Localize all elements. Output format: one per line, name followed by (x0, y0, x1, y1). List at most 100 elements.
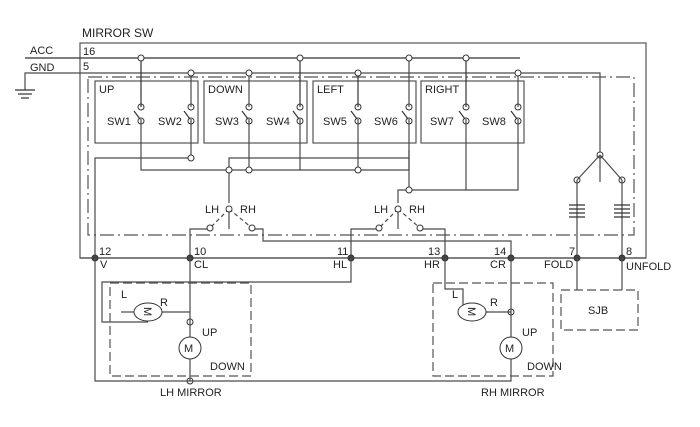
circuit-node (462, 54, 470, 62)
switch-contact (458, 103, 470, 125)
circuit-node (394, 205, 402, 213)
switch-contact (183, 103, 195, 125)
switch-label: SW4 (266, 116, 290, 128)
lh-rh-selector-1: LH RH (189, 204, 512, 258)
switch-group-left (312, 80, 417, 144)
rh-mirror-box (432, 282, 554, 377)
circuit-node (225, 205, 233, 213)
svg-text:CR: CR (490, 259, 506, 271)
svg-text:M: M (141, 307, 153, 316)
svg-text:RH: RH (409, 204, 425, 216)
circuit-node (416, 224, 424, 232)
lh-mirror-label: LH MIRROR (160, 387, 222, 399)
gnd-pin: 5 (83, 61, 89, 73)
switch-label: SW7 (430, 116, 454, 128)
sjb-label: SJB (588, 305, 608, 317)
sjb-box (560, 289, 639, 331)
switch-contact (401, 103, 413, 125)
svg-text:V: V (100, 259, 108, 271)
circuit-node (296, 54, 304, 62)
svg-text:M: M (465, 307, 477, 316)
svg-text:7: 7 (569, 246, 575, 258)
svg-text:8: 8 (626, 246, 632, 258)
switch-contact (292, 103, 304, 125)
svg-text:13: 13 (428, 246, 440, 258)
svg-text:RH: RH (240, 204, 256, 216)
circuit-node (405, 186, 413, 194)
switch-contact (510, 103, 522, 125)
mirror-switch-housing (79, 42, 647, 259)
switch-internal-boundary (87, 76, 635, 236)
lh-rh-selector-2: LH RH (350, 204, 446, 258)
circuit-node (248, 224, 256, 232)
switch-group-up (94, 80, 199, 144)
svg-text:LH: LH (374, 204, 388, 216)
switch-label: SW8 (482, 116, 506, 128)
acc-pin: 16 (83, 46, 95, 58)
switch-contact (133, 103, 145, 125)
circuit-node (405, 54, 413, 62)
switch-feeds (140, 58, 519, 107)
group-label-right: RIGHT (425, 84, 460, 96)
svg-text:CL: CL (194, 259, 208, 271)
rh-up-label: UP (522, 327, 537, 339)
switch-label: SW2 (158, 116, 182, 128)
circuit-node (137, 54, 145, 62)
svg-text:HR: HR (424, 259, 440, 271)
svg-text:14: 14 (494, 246, 506, 258)
rh-r-label: R (490, 297, 498, 309)
rh-l-label: L (452, 289, 458, 301)
fold-relay (569, 154, 630, 258)
lh-down-label: DOWN (210, 361, 245, 373)
circuit-node (187, 154, 195, 162)
svg-text:LH: LH (205, 204, 219, 216)
circuit-node (245, 69, 253, 77)
svg-text:UNFOLD: UNFOLD (626, 261, 671, 273)
svg-text:M: M (505, 343, 514, 355)
ground-icon (15, 89, 35, 99)
rh-down-label: DOWN (527, 361, 562, 373)
circuit-node (514, 69, 522, 77)
svg-text:FOLD: FOLD (544, 259, 573, 271)
svg-text:11: 11 (337, 246, 348, 258)
circuit-node (354, 166, 362, 174)
switch-contact (350, 103, 362, 125)
switch-output-buses (94, 119, 519, 258)
switch-label: SW6 (374, 116, 398, 128)
circuit-node (354, 69, 362, 77)
lh-l-label: L (121, 289, 127, 301)
switch-group-down (203, 80, 308, 144)
switch-label: SW5 (323, 116, 347, 128)
switch-contact (241, 103, 253, 125)
rh-ud-motor-icon: M (499, 336, 523, 360)
circuit-node (187, 69, 195, 77)
rh-lr-motor-icon: M (457, 302, 511, 322)
lh-ud-motor-icon: M (178, 336, 202, 360)
circuit-node (245, 166, 253, 174)
svg-text:M: M (184, 343, 193, 355)
switch-label: SW3 (215, 116, 239, 128)
circuit-node (206, 224, 214, 232)
group-label-up: UP (99, 84, 114, 96)
circuit-nodes (137, 54, 626, 385)
svg-text:12: 12 (99, 246, 111, 258)
lh-up-label: UP (202, 327, 217, 339)
acc-label: ACC (30, 45, 53, 57)
switch-group-right (420, 80, 525, 144)
switch-label: SW1 (107, 116, 131, 128)
group-label-left: LEFT (317, 84, 344, 96)
circuit-node (225, 166, 233, 174)
diagram-title: MIRROR SW (82, 26, 154, 40)
circuit-node (375, 224, 383, 232)
svg-text:HL: HL (333, 259, 347, 271)
rh-mirror-label: RH MIRROR (481, 387, 545, 399)
lh-r-label: R (160, 297, 168, 309)
svg-text:10: 10 (194, 246, 206, 258)
lh-mirror-box (109, 282, 252, 377)
